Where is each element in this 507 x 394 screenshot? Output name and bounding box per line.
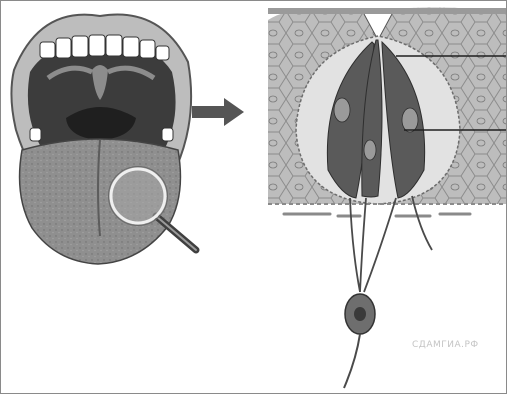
right-arrow-icon <box>192 98 244 126</box>
nerve-fibers <box>350 196 432 292</box>
watermark: СДАМГИА.РФ <box>412 340 479 350</box>
neuron-cell <box>344 294 375 388</box>
epithelium-surface <box>268 8 507 14</box>
mouth-illustration <box>11 14 196 264</box>
taste-bud-section <box>268 8 507 389</box>
